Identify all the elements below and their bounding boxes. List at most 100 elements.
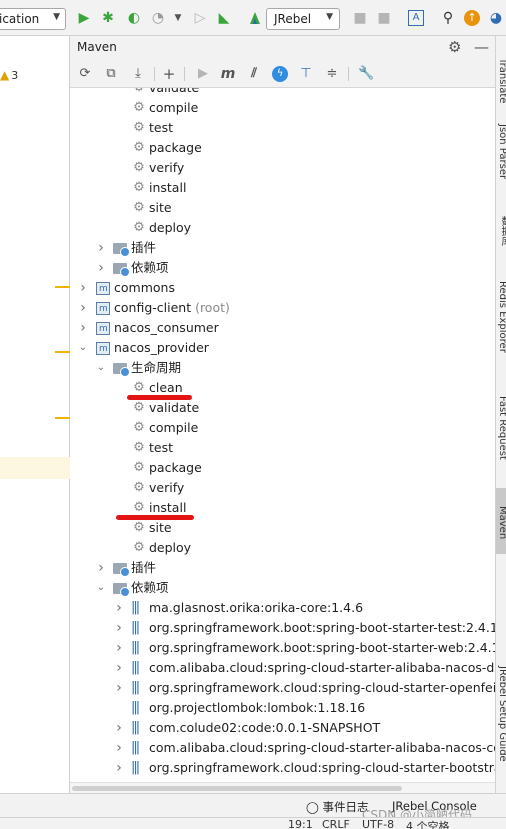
chevron-right-icon[interactable]: ›: [80, 300, 86, 316]
chevron-down-icon[interactable]: ⌄: [96, 362, 106, 373]
dependency-row[interactable]: ›|||com.colude02:code:0.0.1-SNAPSHOT: [70, 718, 495, 738]
dependency-row[interactable]: ›|||org.springframework.boot:spring-boot…: [70, 638, 495, 658]
event-log-tab[interactable]: ◯ 事件日志: [306, 799, 369, 815]
tool-window-tab[interactable]: Maven: [497, 506, 506, 540]
profile-icon[interactable]: ◔: [151, 10, 165, 26]
folder-row[interactable]: ⌄依赖项: [70, 578, 495, 598]
plugin-icon[interactable]: ◕: [489, 10, 503, 26]
reload-icon[interactable]: ⟳: [79, 66, 91, 81]
lifecycle-goal-row[interactable]: ⚙deploy: [70, 218, 495, 238]
hide-icon[interactable]: —: [474, 38, 489, 56]
dependency-row[interactable]: ›|||ma.glasnost.orika:orika-core:1.4.6: [70, 598, 495, 618]
collapse-all-icon[interactable]: ≑: [326, 66, 338, 81]
chevron-right-icon[interactable]: ›: [116, 660, 122, 676]
skip-tests-icon[interactable]: ϟ: [272, 66, 288, 82]
folder-row[interactable]: ⌄生命周期: [70, 358, 495, 378]
dependency-row[interactable]: ›|||org.springframework.cloud:spring-clo…: [70, 758, 495, 778]
dependency-row[interactable]: ›|||com.alibaba.cloud:spring-cloud-start…: [70, 738, 495, 758]
chevron-right-icon[interactable]: ›: [116, 720, 122, 736]
lifecycle-goal-row[interactable]: ⚙package: [70, 458, 495, 478]
lifecycle-goal-row[interactable]: ⚙install: [70, 178, 495, 198]
chevron-right-icon[interactable]: ›: [80, 320, 86, 336]
debug-icon[interactable]: ✱: [102, 10, 114, 26]
tool-window-tab[interactable]: Json Parser: [497, 124, 506, 180]
dependency-row[interactable]: ›|||org.springframework.boot:spring-boot…: [70, 618, 495, 638]
lifecycle-goal-row[interactable]: ⚙deploy: [70, 538, 495, 558]
chevron-right-icon[interactable]: ›: [116, 680, 122, 696]
execute-goal-icon[interactable]: m: [220, 66, 236, 82]
jrebel-select[interactable]: JRebel ▼: [266, 8, 340, 30]
chevron-down-icon[interactable]: ⌄: [78, 342, 88, 353]
update-icon[interactable]: ↑: [464, 10, 480, 26]
attach-icon[interactable]: ▷: [194, 10, 206, 26]
tool-window-tab[interactable]: 数据库: [499, 216, 506, 246]
chevron-right-icon[interactable]: ›: [116, 740, 122, 756]
warning-indicator[interactable]: ▲3: [0, 68, 18, 82]
module-row[interactable]: ›config-client (root): [70, 298, 495, 319]
chevron-right-icon[interactable]: ›: [116, 620, 122, 636]
translate-icon[interactable]: A: [408, 10, 424, 26]
search-icon[interactable]: ⚲: [442, 10, 454, 26]
chevron-right-icon[interactable]: ›: [98, 240, 104, 256]
chevron-down-icon[interactable]: ⌄: [96, 582, 106, 593]
folder-row[interactable]: ›插件: [70, 238, 495, 258]
run-icon[interactable]: ▶: [78, 10, 90, 26]
tool-window-tab[interactable]: JRebel Setup Guide: [497, 666, 506, 762]
module-row[interactable]: ›commons: [70, 278, 495, 299]
module-row[interactable]: ›nacos_consumer: [70, 318, 495, 339]
tool-window-tab[interactable]: Fast Request: [497, 396, 506, 460]
chevron-right-icon[interactable]: ›: [116, 640, 122, 656]
run-configuration-select[interactable]: ication ▼: [0, 8, 66, 30]
lifecycle-goal-row[interactable]: ⚙compile: [70, 418, 495, 438]
toggle-offline-icon[interactable]: ⫽: [251, 66, 257, 81]
lifecycle-goal-row[interactable]: ⚙compile: [70, 98, 495, 118]
scroll-marker[interactable]: [55, 286, 70, 288]
lifecycle-goal-row[interactable]: ⚙package: [70, 138, 495, 158]
chevron-right-icon[interactable]: ›: [116, 600, 122, 616]
show-dependencies-icon[interactable]: ⊤: [300, 66, 312, 81]
file-encoding[interactable]: UTF-8: [362, 818, 395, 829]
jrebel-run-icon[interactable]: ◣: [218, 10, 230, 26]
run-icon[interactable]: ▶: [198, 66, 208, 81]
chevron-right-icon[interactable]: ›: [98, 560, 104, 576]
tool-window-tab[interactable]: Redis Explorer: [497, 281, 506, 353]
indent-setting[interactable]: 4 个空格: [406, 820, 450, 829]
lifecycle-goal-row[interactable]: ⚙validate: [70, 398, 495, 418]
scrollbar-thumb[interactable]: [72, 786, 402, 791]
add-icon[interactable]: +: [162, 65, 176, 83]
run-with-coverage-icon[interactable]: ◐: [127, 10, 141, 26]
stop-all-icon[interactable]: ■: [377, 10, 391, 26]
lifecycle-goal-row[interactable]: ⚙site: [70, 198, 495, 218]
dependency-row[interactable]: ›|||org.springframework.cloud:spring-clo…: [70, 678, 495, 698]
scroll-marker[interactable]: [55, 417, 70, 419]
folder-row[interactable]: ›插件: [70, 558, 495, 578]
lifecycle-goal-row[interactable]: ⚙verify: [70, 158, 495, 178]
cursor-position[interactable]: 19:1: [288, 818, 313, 829]
lifecycle-goal-row[interactable]: ⚙site: [70, 518, 495, 538]
download-icon[interactable]: ⤓: [135, 66, 141, 81]
jrebel-debug-icon[interactable]: [248, 10, 262, 26]
jrebel-console-tab[interactable]: JRebel Console: [392, 799, 477, 813]
chevron-right-icon[interactable]: ›: [98, 260, 104, 276]
chevron-down-icon[interactable]: ▼: [174, 13, 182, 23]
lifecycle-goal-row[interactable]: ⚙clean: [70, 378, 495, 398]
gear-icon[interactable]: ⚙: [448, 38, 462, 56]
scroll-marker[interactable]: [55, 351, 70, 353]
line-separator[interactable]: CRLF: [322, 818, 350, 829]
chevron-right-icon[interactable]: ›: [80, 280, 86, 296]
tool-window-tab[interactable]: Translate: [497, 58, 506, 104]
wrench-icon[interactable]: 🔧: [358, 66, 375, 81]
lifecycle-goal-row[interactable]: ⚙install: [70, 498, 495, 518]
generate-sources-icon[interactable]: ⧉: [106, 66, 116, 81]
lifecycle-goal-row[interactable]: ⚙test: [70, 438, 495, 458]
stop-icon[interactable]: ■: [353, 10, 367, 26]
lifecycle-goal-row[interactable]: ⚙validate: [70, 88, 495, 98]
folder-row[interactable]: ›依赖项: [70, 258, 495, 278]
module-row[interactable]: ⌄nacos_provider: [70, 338, 495, 359]
chevron-right-icon[interactable]: ›: [116, 760, 122, 776]
lifecycle-goal-row[interactable]: ⚙test: [70, 118, 495, 138]
horizontal-scrollbar[interactable]: [70, 782, 495, 793]
dependency-row[interactable]: |||org.projectlombok:lombok:1.18.16: [70, 698, 495, 718]
lifecycle-goal-row[interactable]: ⚙verify: [70, 478, 495, 498]
dependency-row[interactable]: ›|||com.alibaba.cloud:spring-cloud-start…: [70, 658, 495, 678]
